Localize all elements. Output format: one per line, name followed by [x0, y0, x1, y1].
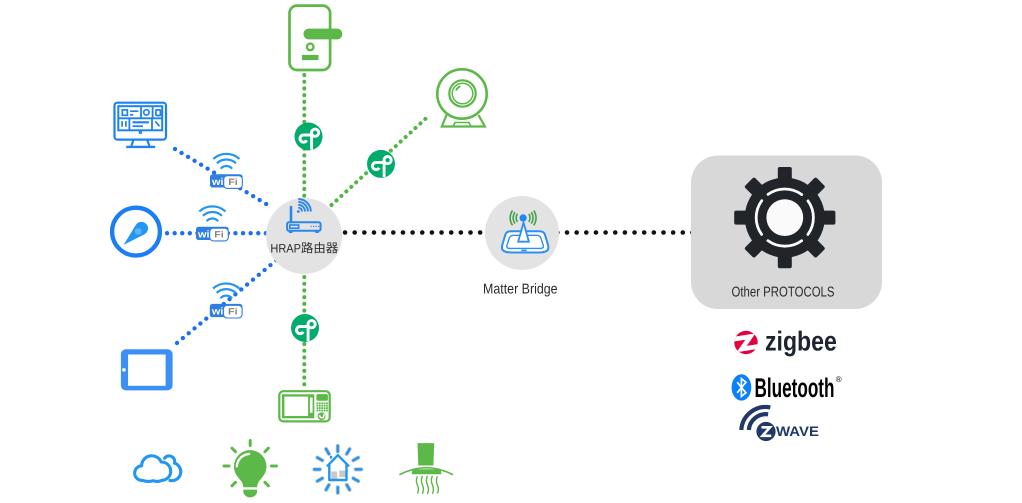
svg-text:HRAP: HRAP [270, 241, 301, 255]
svg-text:®: ® [836, 375, 842, 384]
svg-text:Other PROTOCOLS: Other PROTOCOLS [732, 285, 835, 301]
svg-text:Matter Bridge: Matter Bridge [483, 281, 558, 297]
svg-text:WAVE: WAVE [776, 424, 819, 439]
svg-text:zigbee: zigbee [765, 325, 837, 356]
svg-text:Bluetooth: Bluetooth [755, 373, 835, 403]
